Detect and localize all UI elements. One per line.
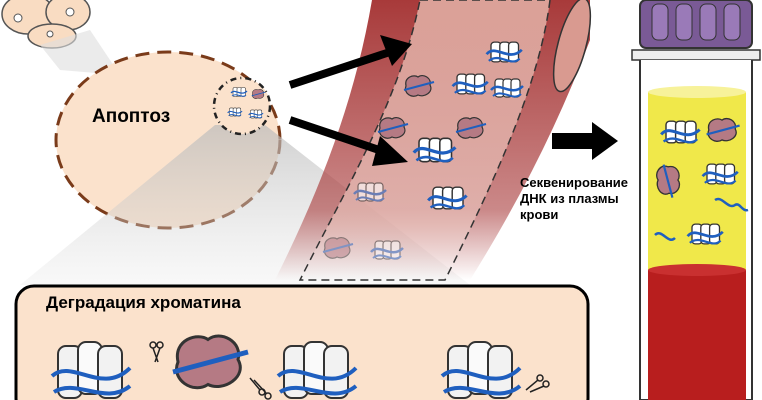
arrow-icon <box>288 116 408 166</box>
nucleosome-icon <box>352 181 388 203</box>
nucleosome-icon <box>451 72 490 96</box>
sequencing-label: Секвенирование ДНК из плазмы крови <box>520 175 632 222</box>
scissors-icon <box>525 374 550 393</box>
nucleosome-icon <box>485 40 524 64</box>
nucleosome-icon <box>659 119 702 145</box>
arrow-right-icon <box>552 122 618 160</box>
dna-fragment <box>654 232 676 241</box>
nucleosome-large-icon <box>440 340 522 400</box>
nucleosome-large-icon <box>50 340 132 400</box>
nucleosome-icon <box>227 107 243 117</box>
arrow-icon <box>288 35 412 89</box>
dna-fragment <box>714 197 749 212</box>
chromatin-degradation-title: Деградация хроматина <box>46 293 241 312</box>
scissors-icon <box>149 341 164 363</box>
blood-cell-layer <box>648 270 746 400</box>
apoptosis-label: Апоптоз <box>92 106 170 127</box>
nucleosome-icon <box>426 185 469 211</box>
nucleosome-icon <box>489 77 525 99</box>
nucleosome-large-icon <box>276 340 358 400</box>
nucleosome-icon <box>230 86 248 98</box>
nucleosome-icon <box>369 239 405 261</box>
cells <box>1 0 91 49</box>
nucleosome-icon <box>686 222 725 246</box>
nucleosome-icon <box>248 109 264 119</box>
nucleosome-icon <box>412 136 458 164</box>
apoptotic-body <box>212 76 272 136</box>
scissors-icon <box>249 377 272 400</box>
nucleosome-icon <box>701 162 740 186</box>
zoom-cone-cells <box>40 30 120 75</box>
blood-collection-tube <box>631 0 761 400</box>
